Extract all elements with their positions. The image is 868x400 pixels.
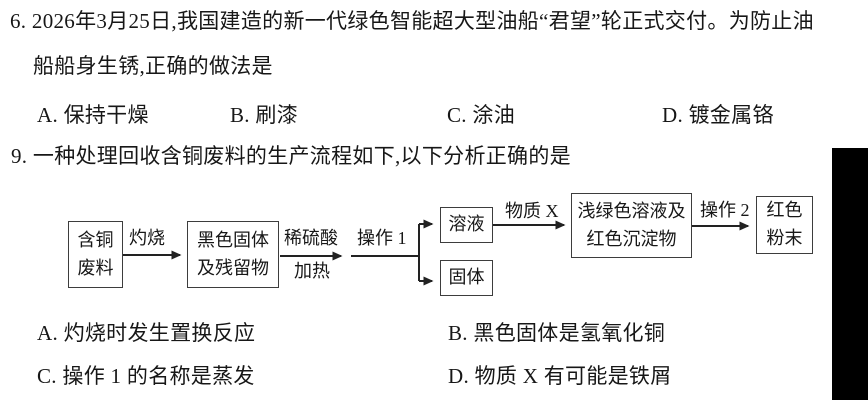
box-text-line: 及残留物 bbox=[197, 257, 269, 278]
label-dilute-sulfuric-acid: 稀硫酸 bbox=[284, 228, 338, 248]
label-heating: 加热 bbox=[294, 261, 330, 281]
black-redaction-bar bbox=[832, 148, 868, 400]
flowchart-box-solid: 固体 bbox=[440, 260, 493, 296]
box-text-line: 固体 bbox=[448, 267, 485, 288]
q9-option-c: C. 操作 1 的名称是蒸发 bbox=[37, 364, 255, 388]
box-text-line: 红色 bbox=[766, 200, 803, 221]
box-text-line: 粉末 bbox=[766, 228, 803, 248]
flowchart-box-solution: 溶液 bbox=[440, 207, 493, 243]
label-substance-x: 物质 X bbox=[505, 201, 559, 221]
box-text-line: 红色沉淀物 bbox=[586, 228, 677, 249]
label-operation-1: 操作 1 bbox=[357, 228, 407, 248]
q6-option-d: D. 镀金属铬 bbox=[662, 103, 774, 127]
q9-option-a: A. 灼烧时发生置换反应 bbox=[37, 321, 256, 345]
label-calcination: 灼烧 bbox=[129, 228, 165, 248]
q6-stem-line1: 6. 2026年3月25日,我国建造的新一代绿色智能超大型油船“君望”轮正式交付… bbox=[10, 9, 814, 33]
q6-option-a: A. 保持干燥 bbox=[37, 103, 149, 127]
q9-option-b: B. 黑色固体是氢氧化铜 bbox=[448, 321, 666, 345]
q6-option-b: B. 刷漆 bbox=[230, 103, 299, 127]
flowchart-box-green-solution: 浅绿色溶液及 红色沉淀物 bbox=[571, 193, 692, 258]
q9-option-d: D. 物质 X 有可能是铁屑 bbox=[448, 364, 672, 388]
box-text-line: 溶液 bbox=[448, 214, 485, 235]
box-text-line: 含铜 bbox=[77, 229, 114, 250]
box-text-line: 黑色固体 bbox=[197, 229, 269, 250]
q6-stem-line2: 船船身生锈,正确的做法是 bbox=[33, 54, 273, 78]
box-text-line: 废料 bbox=[77, 257, 114, 278]
flowchart-box-copper-waste: 含铜 废料 bbox=[68, 221, 123, 288]
q6-option-c: C. 涂油 bbox=[447, 103, 516, 127]
q9-stem: 9. 一种处理回收含铜废料的生产流程如下,以下分析正确的是 bbox=[11, 144, 571, 168]
flowchart-box-red-powder: 红色 粉末 bbox=[756, 196, 813, 254]
box-text-line: 浅绿色溶液及 bbox=[577, 200, 686, 221]
flowchart-box-black-solid: 黑色固体 及残留物 bbox=[187, 221, 279, 288]
label-operation-2: 操作 2 bbox=[700, 200, 750, 220]
